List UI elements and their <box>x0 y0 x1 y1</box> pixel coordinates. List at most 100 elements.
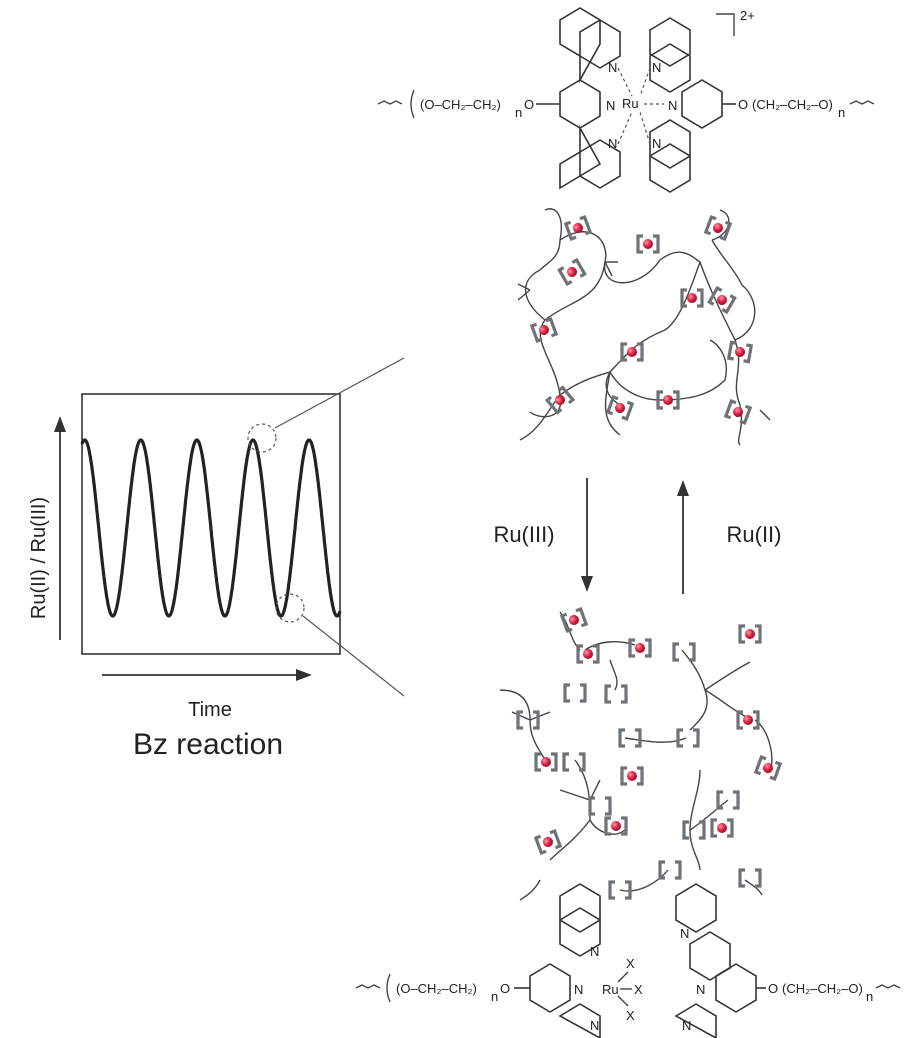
polymer-chain <box>704 661 751 691</box>
ru-complex-motif <box>680 288 704 308</box>
paren-left-open <box>386 973 391 1003</box>
bottom-ru-label: Ru <box>602 982 619 997</box>
paren-left-open <box>410 89 415 119</box>
terpyridine-bracket <box>726 340 737 361</box>
ru-complex-motif <box>703 215 733 241</box>
terpyridine-bracket <box>739 404 753 425</box>
ru-ion-bead <box>745 629 755 639</box>
terpyridine-bracket <box>753 755 767 776</box>
ru-ion-bead <box>573 223 583 233</box>
ru-complex-motif <box>534 752 558 772</box>
x-axis-arrowhead <box>296 669 312 681</box>
terpyridine-bracket <box>753 710 760 730</box>
terpyridine-bracket <box>580 683 587 703</box>
ru-ion-bead <box>539 325 549 335</box>
terpyridine-bracket <box>557 266 573 287</box>
ru-complex-motif <box>726 340 754 364</box>
terpyridine-bracket <box>516 710 523 730</box>
x-ligand: X <box>626 956 635 971</box>
coord-dash <box>639 67 651 97</box>
polymer-chain <box>609 659 618 691</box>
free-terpyridine-motif <box>738 868 762 888</box>
plot-caption: Bz reaction <box>133 728 283 761</box>
ru-ion-bead <box>763 763 773 773</box>
free-terpyridine-motif <box>658 860 682 880</box>
terpyridine-bracket <box>563 220 577 241</box>
top-ru-label: Ru <box>622 96 639 111</box>
up-arrow-label: Ru(II) <box>727 522 782 547</box>
ru-complex-motif <box>710 818 734 838</box>
terpyridine-bracket <box>605 796 612 816</box>
terpyridine-bracket <box>534 752 541 772</box>
ru-ion-bead <box>735 347 745 357</box>
terpyridine-bracket <box>579 215 593 236</box>
polymer-chain <box>619 869 669 892</box>
ring-top-left-lower-b <box>579 139 621 189</box>
free-terpyridine-motif <box>672 642 696 662</box>
ru-ion-bead <box>569 615 579 625</box>
ru-ion-bead <box>543 837 553 847</box>
ru-complex-motif <box>559 607 589 633</box>
bottom-right-o: O <box>768 981 778 996</box>
n-atom: N <box>652 136 661 151</box>
n-atom: N <box>608 136 617 151</box>
oscillation-curve <box>80 438 342 618</box>
free-terpyridine-motif <box>562 752 586 772</box>
terpyridine-bracket <box>621 400 635 421</box>
wavy-bond-left-top <box>377 100 403 105</box>
ru-complex-motif <box>557 257 587 287</box>
ru-ion-bead <box>611 821 621 831</box>
polymer-chain <box>519 394 561 441</box>
free-terpyridine-motif <box>563 683 587 703</box>
terpyridine-bracket <box>533 710 540 730</box>
coord-dash <box>617 67 633 97</box>
terpyridine-bracket <box>579 752 586 772</box>
bottom-right-chain-text: (CH₂–CH₂–O) <box>782 981 863 996</box>
terpyridine-bracket <box>637 342 644 362</box>
terpyridine-bracket <box>635 728 642 748</box>
ru-ion-bead <box>635 643 645 653</box>
y-axis-arrowhead <box>54 416 66 432</box>
terpyridine-bracket <box>620 342 627 362</box>
terpyridine-bracket <box>716 790 723 810</box>
terpyridine-bracket <box>653 234 660 254</box>
ring-bottom-right-center <box>715 963 757 1013</box>
top-left-o: O <box>524 97 534 112</box>
free-terpyridine-motif <box>676 728 700 748</box>
ru-complex-motif <box>563 215 593 241</box>
polymer-chain <box>704 689 753 721</box>
branch-tips <box>517 283 531 301</box>
n-atom: N <box>668 98 677 113</box>
terpyridine-bracket <box>549 829 563 850</box>
ru-complex-motif <box>628 638 652 658</box>
polymer-chain <box>529 261 606 418</box>
oscillation-plot: Ru(II) / Ru(III) Time Bz reaction <box>28 357 405 761</box>
ru-ion-bead <box>717 823 727 833</box>
n-atom: N <box>590 944 599 959</box>
ru-complex-motif <box>604 816 628 836</box>
ru-complex-motif <box>723 399 753 425</box>
terpyridine-bracket <box>689 642 696 662</box>
ru-complex-motif <box>620 342 644 362</box>
ru-complex-motif <box>636 234 660 254</box>
terpyridine-bracket <box>628 638 635 658</box>
up-arrowhead <box>677 480 689 496</box>
ru-ion-bead <box>541 757 551 767</box>
polymer-chain <box>624 737 687 743</box>
terpyridine-bracket <box>625 880 632 900</box>
free-terpyridine-motif <box>588 796 612 816</box>
n-atom: N <box>574 982 583 997</box>
polymer-chain <box>711 239 756 341</box>
bottom-left-chain-text: (O–CH₂–CH₂) <box>396 981 477 996</box>
wavy-bond-right-top <box>849 100 875 105</box>
terpyridine-bracket <box>588 796 595 816</box>
n-atom: N <box>608 60 617 75</box>
terpyridine-bracket <box>673 390 680 410</box>
terpyridine-bracket <box>707 285 723 306</box>
ru-complex-motif <box>656 390 680 410</box>
x-ligand: X <box>634 982 643 997</box>
coord-dash <box>617 111 633 145</box>
ru-ion-bead <box>733 407 743 417</box>
ring-top-right-upper-b <box>649 43 691 93</box>
ru-ion-bead <box>583 649 593 659</box>
